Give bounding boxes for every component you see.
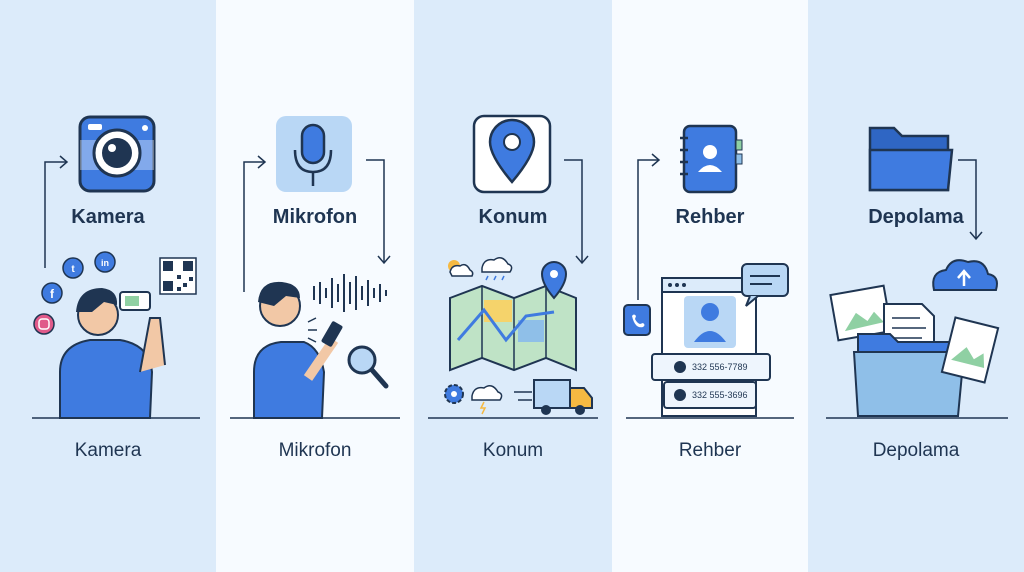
column-caption: Mikrofon xyxy=(278,440,352,461)
flow-arrow-icon xyxy=(243,155,391,292)
column-rehber: 332 556-7789 332 555-3696 Rehber Rehber xyxy=(612,0,808,572)
camera-icon xyxy=(78,115,156,193)
column-caption: Rehber xyxy=(678,440,742,461)
depolama-illustration xyxy=(826,126,1008,419)
person-speaking-icon xyxy=(253,281,343,419)
map-pin-icon xyxy=(540,261,568,300)
svg-text:t: t xyxy=(71,264,75,275)
mikrofon-illustration xyxy=(230,116,400,419)
column-caption: Konum xyxy=(482,440,544,461)
weather-sun-icon xyxy=(448,260,474,277)
magnifier-icon xyxy=(347,345,389,389)
column-title: Konum xyxy=(478,206,548,228)
folder-icon xyxy=(868,126,954,192)
contacts-small-icon xyxy=(623,304,651,336)
contact-row-2: 332 555-3696 xyxy=(663,381,757,409)
facebook-icon: f xyxy=(41,282,63,304)
linkedin-icon: in xyxy=(94,251,116,273)
column-title: Mikrofon xyxy=(272,206,358,228)
sound-wave-icon xyxy=(313,274,387,312)
microphone-icon xyxy=(276,116,352,192)
column-title: Rehber xyxy=(675,206,745,228)
photo-icon xyxy=(829,284,893,342)
contact-phone-1: 332 556-7789 xyxy=(692,362,748,372)
cloud-upload-icon xyxy=(932,259,998,291)
storm-cloud-icon xyxy=(471,385,503,415)
rehber-illustration: 332 556-7789 332 555-3696 xyxy=(623,124,794,419)
delivery-truck-icon xyxy=(514,379,593,415)
location-pin-icon xyxy=(472,114,552,194)
flow-arrow-icon xyxy=(564,159,589,265)
column-caption: Kamera xyxy=(74,440,142,461)
chat-bubble-icon xyxy=(741,263,789,307)
twitter-icon: t xyxy=(62,257,84,279)
svg-text:f: f xyxy=(50,287,55,301)
contact-row-1: 332 556-7789 xyxy=(651,353,771,381)
address-book-icon xyxy=(680,124,743,194)
column-title: Depolama xyxy=(868,206,964,228)
kamera-illustration: t in f xyxy=(32,115,200,419)
column-depolama: Depolama Depolama xyxy=(808,0,1024,572)
flow-arrow-icon xyxy=(637,153,661,300)
column-caption: Depolama xyxy=(872,440,960,461)
column-konum: Konum Konum xyxy=(414,0,612,572)
konum-illustration xyxy=(428,114,598,419)
map-icon xyxy=(449,284,577,372)
svg-text:in: in xyxy=(101,258,109,268)
person-taking-photo-icon xyxy=(59,288,166,419)
column-title: Kamera xyxy=(71,206,145,228)
open-folder-icon xyxy=(852,333,966,417)
rain-cloud-icon xyxy=(481,257,513,281)
column-mikrofon: Mikrofon Mikrofon xyxy=(216,0,414,572)
qr-code-icon xyxy=(159,257,197,295)
flow-arrow-icon xyxy=(44,155,69,268)
instagram-icon xyxy=(33,313,55,335)
gear-icon xyxy=(444,384,464,404)
flow-arrow-icon xyxy=(958,159,983,241)
contact-phone-2: 332 555-3696 xyxy=(692,390,748,400)
image-card-icon xyxy=(940,316,1000,384)
column-kamera: t in f Kamera Kamera xyxy=(0,0,216,572)
